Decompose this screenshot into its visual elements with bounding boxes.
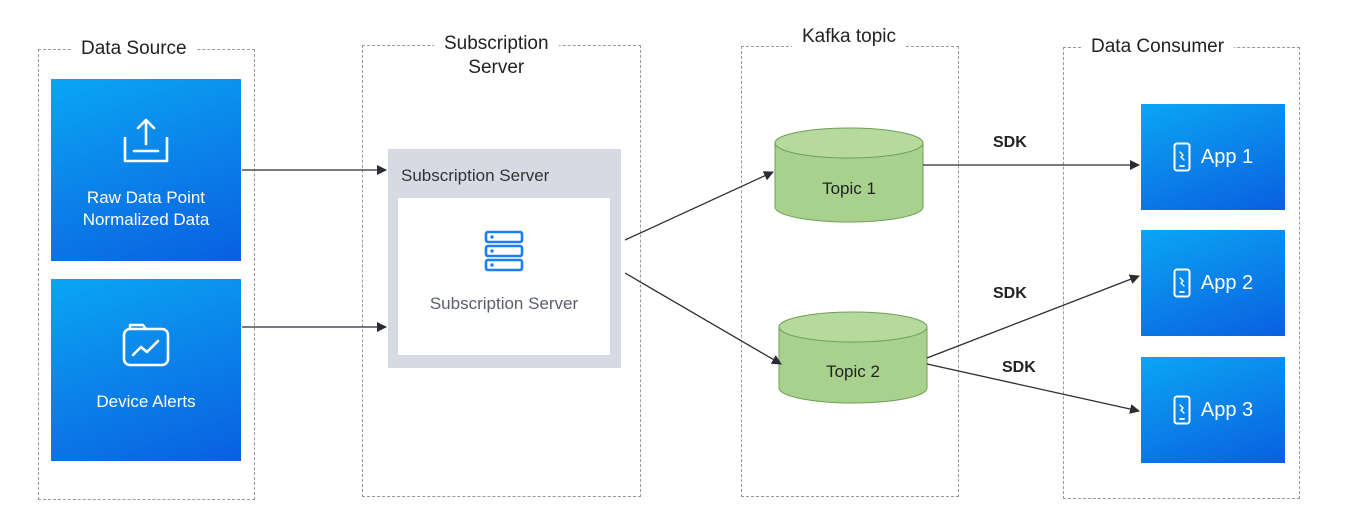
subscription-server-label: Subscription Server xyxy=(429,294,579,313)
lane-title-data-consumer: Data Consumer xyxy=(1081,35,1235,59)
app-1-card[interactable]: App 1 xyxy=(1141,104,1285,210)
arrow-subscription-to-topic-1 xyxy=(624,171,774,241)
app-2-label: App 2 xyxy=(1200,272,1254,294)
arrow-topic-2-to-app-3 xyxy=(926,363,1140,414)
sdk-label-app-1: SDK xyxy=(993,134,1027,151)
raw-data-label-line-2: Normalized Data xyxy=(82,210,210,229)
topic-2-label: Topic 2 xyxy=(826,362,880,381)
lane-title-kafka-topic: Kafka topic xyxy=(792,25,906,49)
smartphone-icon xyxy=(1173,395,1191,425)
source-device-alerts-card[interactable]: Device Alerts xyxy=(51,279,241,461)
smartphone-icon xyxy=(1173,142,1191,172)
upload-tray-icon xyxy=(123,118,169,163)
smartphone-icon xyxy=(1173,268,1191,298)
lane-title-line-1: Subscription xyxy=(444,33,549,54)
lane-title-data-source: Data Source xyxy=(71,37,197,61)
lane-title-subscription-server: Subscription Server xyxy=(434,32,559,80)
app-3-label: App 3 xyxy=(1200,399,1254,421)
lane-title-line-2: Server xyxy=(468,57,525,78)
subscription-server-node[interactable]: Subscription Server xyxy=(398,198,610,355)
topic-2-cylinder[interactable] xyxy=(778,311,928,404)
server-stack-icon xyxy=(484,230,524,272)
raw-data-label-line-1: Raw Data Point xyxy=(86,188,206,207)
app-3-card[interactable]: App 3 xyxy=(1141,357,1285,463)
chart-folder-icon xyxy=(122,323,170,367)
arrow-subscription-to-topic-2 xyxy=(624,272,782,365)
subscription-server-container-title: Subscription Server xyxy=(401,166,550,185)
device-alerts-label: Device Alerts xyxy=(96,392,196,411)
sdk-label-app-3: SDK xyxy=(1002,359,1036,376)
arrow-topic-2-to-app-2 xyxy=(926,274,1140,359)
sdk-label-app-2: SDK xyxy=(993,285,1027,302)
topic-1-cylinder[interactable] xyxy=(774,127,924,223)
source-raw-data-card[interactable]: Raw Data Point Normalized Data xyxy=(51,79,241,261)
app-2-card[interactable]: App 2 xyxy=(1141,230,1285,336)
app-1-label: App 1 xyxy=(1200,146,1254,168)
topic-1-label: Topic 1 xyxy=(822,179,876,198)
